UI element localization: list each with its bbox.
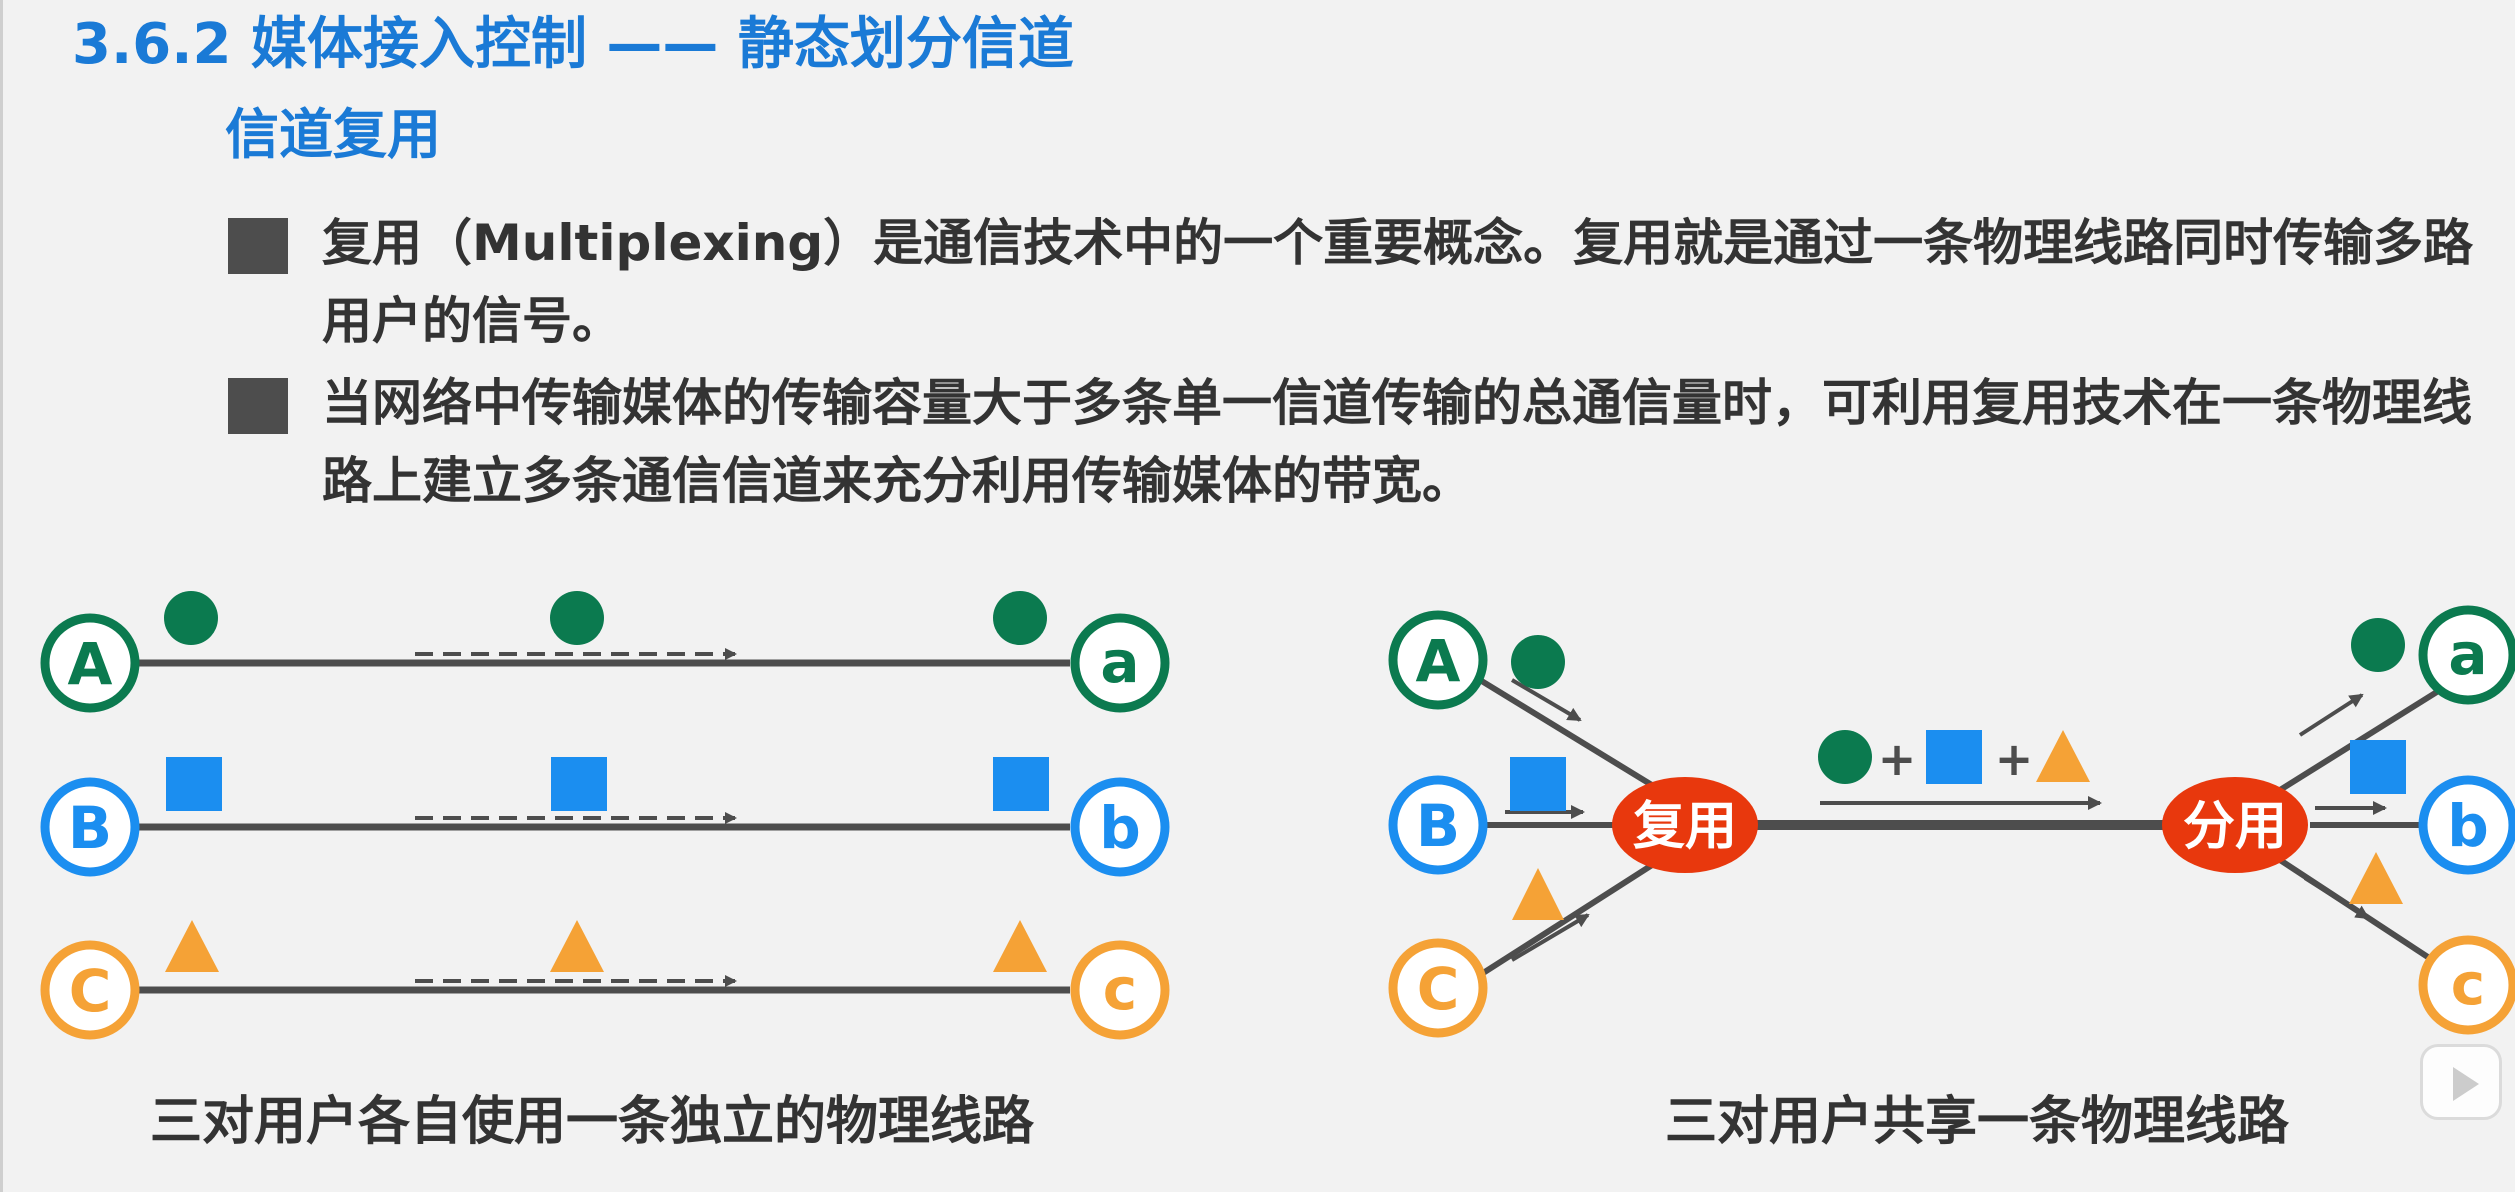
green-circle-signal [993, 591, 1047, 645]
blue-square-signal [2350, 740, 2406, 794]
arrow-A-in [1510, 678, 1582, 722]
orange-triangle-signal [2036, 730, 2090, 782]
node-b-label: b [1099, 794, 1141, 862]
slide-title: 3.6.2 媒体接入控制 —— 静态划分信道 [72, 12, 1074, 77]
node-B [40, 777, 140, 877]
orange-triangle-signal [1512, 868, 1564, 920]
blue-square-signal [1510, 757, 1566, 811]
bullet-square-1 [228, 218, 288, 274]
caption-right: 三对用户共享一条物理线路 [1665, 1092, 2290, 1152]
paragraph-1: 复用（Multiplexing）是通信技术中的一个重要概念。复用就是通过一条物理… [322, 214, 2474, 350]
sender-A [1388, 610, 1488, 710]
slide-subtitle: 信道复用 [225, 103, 441, 166]
node-b [1070, 777, 1170, 877]
link-C-mux [1478, 857, 1662, 978]
sender-C-label: C [1417, 955, 1460, 1023]
green-circle-signal [550, 591, 604, 645]
receiver-a [2418, 605, 2515, 705]
diagram-independent-lines: A a B b C c [40, 591, 1170, 1040]
bullet-square-2 [228, 378, 288, 434]
orange-triangle-signal [2349, 852, 2403, 904]
plus-sign: + [1995, 732, 2034, 786]
receiver-a-label: a [2448, 620, 2487, 688]
sender-A-label: A [1416, 627, 1461, 695]
green-circle-signal [2351, 618, 2405, 672]
multiplexer-label: 复用 [1633, 797, 1737, 857]
node-c [1070, 940, 1170, 1040]
node-C [40, 940, 140, 1040]
node-B-label: B [68, 794, 112, 862]
plus-sign: + [1878, 732, 1917, 786]
sender-B [1388, 775, 1488, 875]
green-circle-signal [1818, 730, 1872, 784]
blue-square-signal [166, 757, 222, 811]
play-icon[interactable] [2420, 1044, 2502, 1120]
green-circle-signal [164, 591, 218, 645]
orange-triangle-signal [550, 920, 604, 972]
multiplexer-node [1612, 777, 1758, 873]
node-a-label: a [1100, 628, 1139, 696]
node-A-label: A [68, 630, 113, 698]
receiver-c-label: c [2451, 950, 2485, 1018]
receiver-c [2418, 935, 2515, 1035]
demultiplexer-label: 分用 [2183, 797, 2287, 857]
blue-square-signal [1926, 730, 1982, 784]
sender-C [1388, 938, 1488, 1038]
blue-square-signal [551, 757, 607, 811]
slide-left-border [0, 0, 3, 1192]
node-a [1070, 613, 1170, 713]
node-c-label: c [1103, 955, 1137, 1023]
demultiplexer-node [2162, 777, 2308, 873]
node-A [40, 613, 140, 713]
sender-B-label: B [1416, 792, 1460, 860]
receiver-b [2418, 775, 2515, 875]
paragraph-2: 当网络中传输媒体的传输容量大于多条单一信道传输的总通信量时，可利用复用技术在一条… [322, 374, 2472, 510]
node-C-label: C [69, 957, 112, 1025]
caption-left: 三对用户各自使用一条独立的物理线路 [150, 1092, 1035, 1152]
orange-triangle-signal [993, 920, 1047, 972]
diagram-shared-line: A B C + + 复用 分用 a b c [1388, 605, 2515, 1038]
arrow-C-in [1510, 913, 1590, 962]
orange-triangle-signal [165, 920, 219, 972]
link-A-mux [1478, 677, 1662, 793]
green-circle-signal [1511, 635, 1565, 689]
receiver-b-label: b [2447, 792, 2489, 860]
arrow-c-out [2303, 876, 2370, 920]
blue-square-signal [993, 757, 1049, 811]
arrow-a-out [2298, 693, 2364, 737]
